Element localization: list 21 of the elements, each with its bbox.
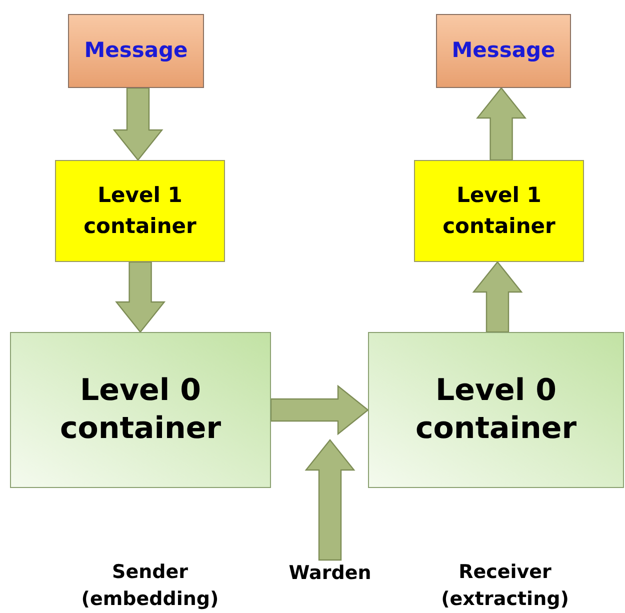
container-box [368, 332, 624, 488]
caption-text: Receiver (extracting) [440, 560, 570, 612]
caption-text: Sender (embedding) [80, 560, 220, 612]
container-box [55, 160, 225, 262]
block-arrow [472, 261, 523, 333]
box-label: Warden [288, 560, 372, 586]
block-arrow [476, 87, 527, 161]
container-box [10, 332, 271, 488]
block-arrow [112, 87, 164, 161]
container-box [414, 160, 584, 262]
box-label: Message [452, 37, 556, 64]
block-arrow [304, 439, 356, 561]
box-label: Message [84, 37, 188, 64]
block-arrow [115, 261, 166, 333]
box-label: Level 0 container [414, 372, 578, 448]
message-box [68, 14, 204, 88]
block-arrow [270, 384, 369, 436]
box-label: Level 1 container [442, 182, 556, 240]
box-label: Level 1 container [82, 182, 198, 240]
box-label: Level 0 container [58, 372, 222, 448]
message-box [436, 14, 571, 88]
